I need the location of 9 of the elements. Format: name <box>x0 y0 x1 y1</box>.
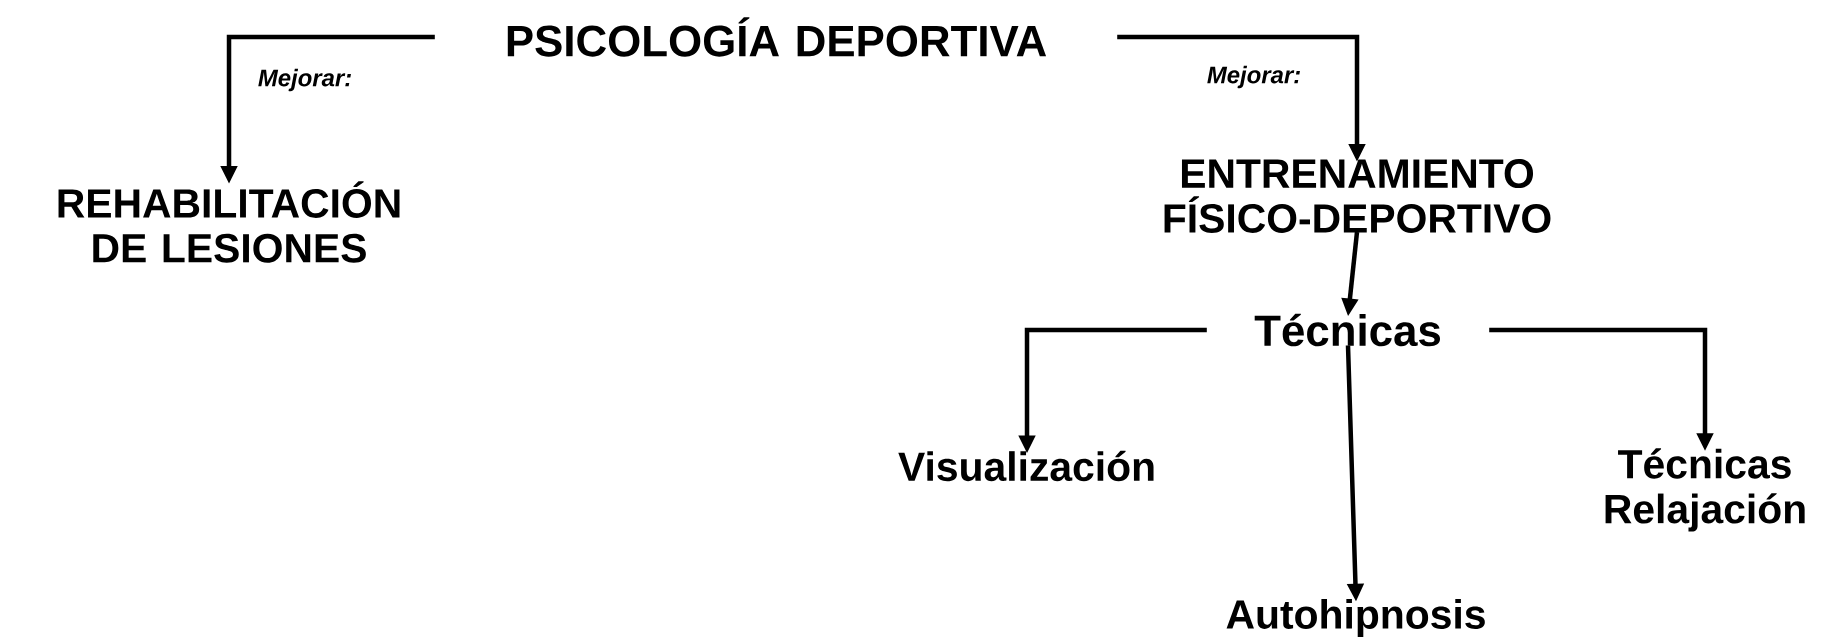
topic-text: REHABILITACIÓN DE LESIONES <box>58 181 400 263</box>
item-text: Visualización <box>898 450 1154 482</box>
item-text: Autohipnosis <box>1226 598 1485 637</box>
heading-text: Técnicas <box>1254 313 1440 347</box>
title-text: PSICOLOGÍA DEPORTIVA <box>507 17 1047 57</box>
topic-text: ENTRENAMIENTO FÍSICO-DEPORTIVO <box>1164 159 1551 233</box>
edge-label: Mejorar: <box>258 68 351 92</box>
edge-label: Mejorar: <box>1207 65 1300 89</box>
item-text: Técnicas Relajación <box>1605 448 1805 532</box>
